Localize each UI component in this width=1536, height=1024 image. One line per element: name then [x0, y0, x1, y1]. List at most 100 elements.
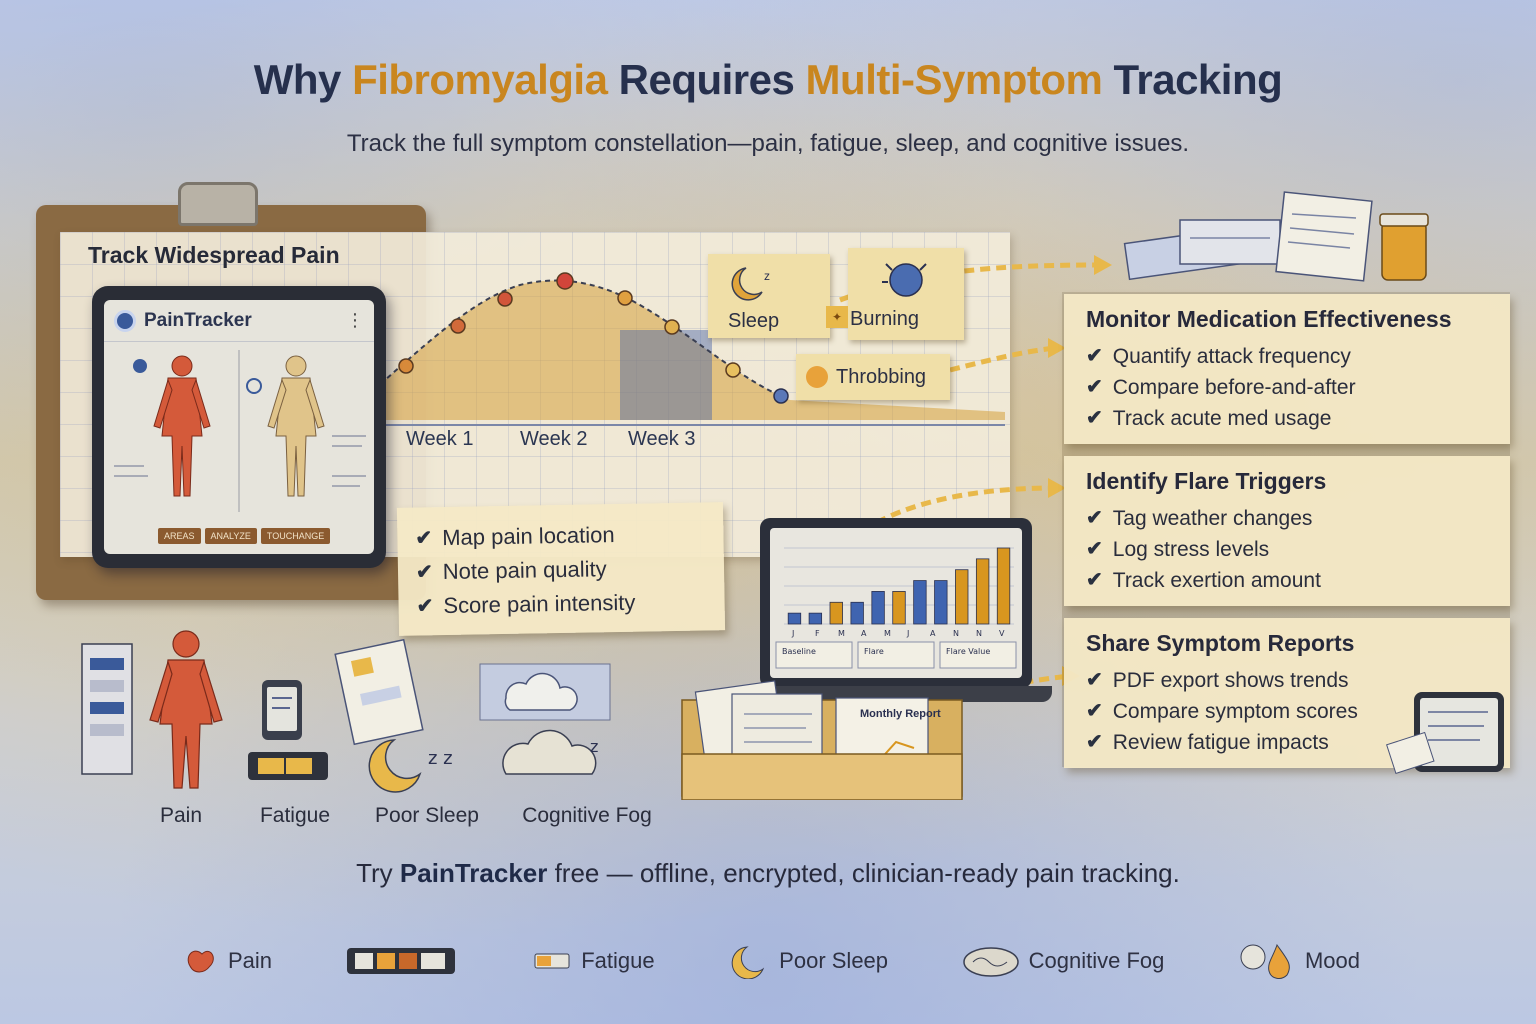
screen-chip[interactable]: ANALYZE	[204, 528, 257, 544]
pain-checklist-card: ✔Map pain location ✔Note pain quality ✔S…	[396, 502, 726, 636]
card-item-text: Tag weather changes	[1112, 507, 1313, 530]
folder-front	[681, 753, 963, 800]
more-menu-icon[interactable]: ⋮	[346, 310, 364, 331]
battery-icon	[346, 948, 455, 974]
pain-curve-line	[359, 279, 791, 403]
card-heading: Share Symptom Reports	[1086, 630, 1355, 656]
curve-point	[398, 358, 414, 374]
checklist-note-icon	[334, 638, 424, 746]
report-tablet-illustration	[1386, 692, 1504, 775]
poor-sleep-moon-icon: z z	[368, 739, 453, 793]
burning-marker-icon: ✦	[826, 306, 848, 328]
cta-brand[interactable]: PainTracker	[399, 858, 548, 888]
screen-chips: AREAS ANALYZE TOUCHANGE	[158, 528, 331, 544]
card-item-text: Log stress levels	[1112, 538, 1270, 561]
tablet-stand	[1386, 731, 1435, 775]
card-item: ✔Review fatigue impacts	[1086, 727, 1488, 758]
check-icon: ✔	[1086, 569, 1103, 591]
screen-chip[interactable]: TOUCHANGE	[260, 528, 331, 544]
tablet-screen: PainTracker ⋮	[104, 300, 374, 554]
summary-label: Flare	[864, 647, 884, 656]
card-item: ✔Tag weather changes	[1086, 503, 1488, 534]
call-to-action: Try PainTracker free — offline, encrypte…	[0, 858, 1536, 889]
card-item: ✔PDF export shows trends	[1086, 665, 1488, 696]
screen-doodles	[114, 435, 366, 487]
medication-docs-illustration	[1123, 191, 1429, 282]
card-item: ✔Log stress levels	[1086, 534, 1488, 565]
battery-icon	[248, 752, 328, 780]
card-item: ✔Compare symptom scores	[1086, 696, 1488, 727]
trend-bar	[996, 547, 1011, 625]
curve-point	[450, 318, 466, 334]
summary-label: Flare Value	[946, 647, 990, 656]
page-title: Why Fibromyalgia Requires Multi-Symptom …	[0, 56, 1536, 104]
x-tick-label: J	[791, 629, 794, 638]
trend-bar	[808, 612, 823, 625]
cta-text: free — offline, encrypted, clinician-rea…	[547, 858, 1180, 888]
curve-point	[556, 272, 574, 290]
chat-bubble-icon	[246, 378, 262, 394]
pain-curve-shade	[620, 330, 712, 420]
pain-curve-points	[398, 272, 789, 404]
moon-icon	[731, 946, 765, 979]
tag-label-burning: Burning	[850, 308, 919, 330]
legend-item-poor-sleep: Poor Sleep	[727, 943, 888, 979]
legend-label: Pain	[228, 948, 273, 973]
app-logo-icon	[114, 309, 136, 332]
card-item-text: Compare symptom scores	[1112, 700, 1358, 723]
card-item: ✔Quantify attack frequency	[1086, 341, 1488, 372]
trend-bar	[829, 601, 843, 625]
card-heading: Monitor Medication Effectiveness	[1086, 306, 1452, 332]
x-tick-label: N	[976, 629, 982, 638]
card-item: ✔Track acute med usage	[1086, 403, 1488, 434]
body-front-figure	[153, 355, 211, 497]
x-tick-label: N	[953, 629, 959, 638]
tag-note-burning: ✦ Burning	[826, 248, 964, 340]
card-item-text: Track exertion amount	[1112, 569, 1321, 592]
screen-chip[interactable]: AREAS	[158, 528, 201, 544]
legend-item-mood: Mood	[1237, 941, 1360, 981]
legend-label: Mood	[1304, 948, 1360, 973]
summary-label: Baseline	[782, 647, 816, 656]
symptom-label-pain: Pain	[159, 804, 203, 827]
summary-box	[775, 641, 853, 669]
clipboard-clip	[178, 182, 258, 226]
legend-label: Fatigue	[581, 948, 655, 973]
check-icon: ✔	[1086, 669, 1103, 691]
medication-card: Monitor Medication Effectiveness ✔Quanti…	[1064, 294, 1510, 444]
pill-bottle-cap	[1379, 213, 1429, 227]
title-part: Tracking	[1102, 56, 1283, 103]
tag-label-throbbing: Throbbing	[836, 365, 927, 388]
title-highlight: Multi-Symptom	[805, 56, 1103, 103]
pain-icon	[187, 950, 214, 973]
trend-bar	[955, 569, 969, 625]
tag-label-sleep: Sleep	[728, 310, 780, 332]
arrow-head	[1048, 338, 1066, 358]
symptom-illustrations: z z z	[81, 630, 611, 793]
tag-note-sleep: z Sleep	[708, 254, 830, 338]
card-item-text: Compare before-and-after	[1112, 376, 1356, 399]
x-tick-label: F	[815, 629, 820, 638]
trend-bar	[913, 580, 927, 625]
arrow-head	[1048, 478, 1066, 498]
arrow-head	[1094, 255, 1112, 275]
tablet-lines	[1428, 711, 1488, 741]
check-icon: ✔	[1086, 731, 1103, 753]
checklist-text: Score pain intensity	[443, 589, 636, 619]
legend-label: Poor Sleep	[779, 948, 889, 973]
week-label: Week 2	[520, 428, 588, 450]
phone-icon	[262, 680, 302, 740]
cta-text: Try	[356, 858, 400, 888]
moon-icon: z	[731, 267, 770, 301]
doc-sheet	[1275, 191, 1373, 282]
pain-panel-heading: Track Widespread Pain	[88, 242, 340, 268]
trend-bar	[892, 591, 906, 625]
body-back-figure	[267, 355, 325, 497]
svg-text:z z: z z	[428, 748, 453, 769]
x-tick-label: V	[999, 629, 1005, 638]
check-icon: ✔	[1086, 376, 1103, 398]
trend-bar	[787, 612, 802, 625]
